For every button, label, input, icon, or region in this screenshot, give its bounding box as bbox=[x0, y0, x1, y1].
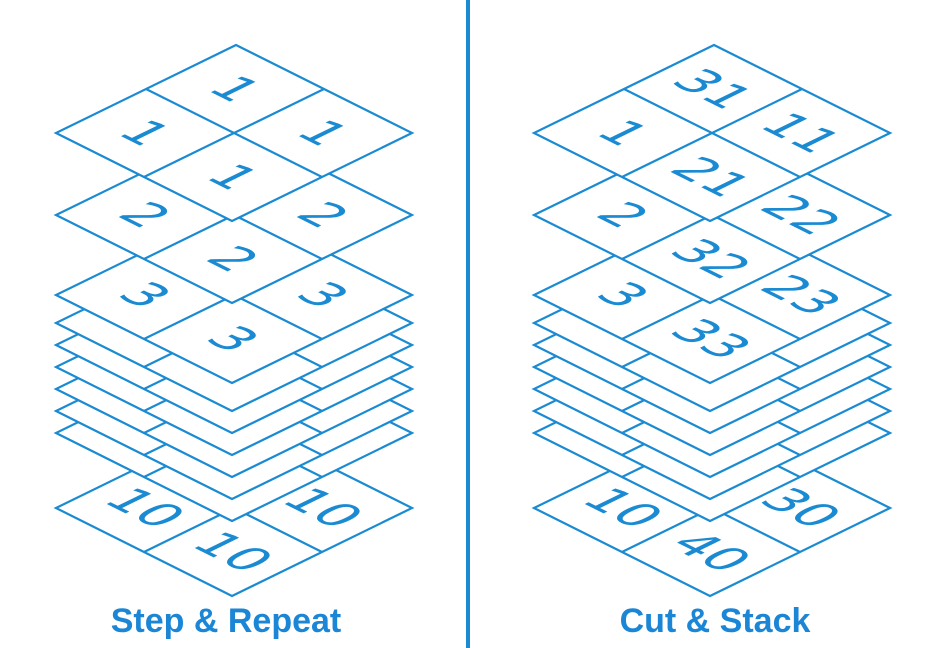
cut-stack-caption: Cut & Stack bbox=[619, 602, 811, 640]
panel-divider bbox=[466, 0, 470, 648]
cut-line bbox=[145, 88, 323, 178]
step-repeat-caption: Step & Repeat bbox=[110, 602, 342, 640]
cut-line bbox=[623, 88, 801, 178]
